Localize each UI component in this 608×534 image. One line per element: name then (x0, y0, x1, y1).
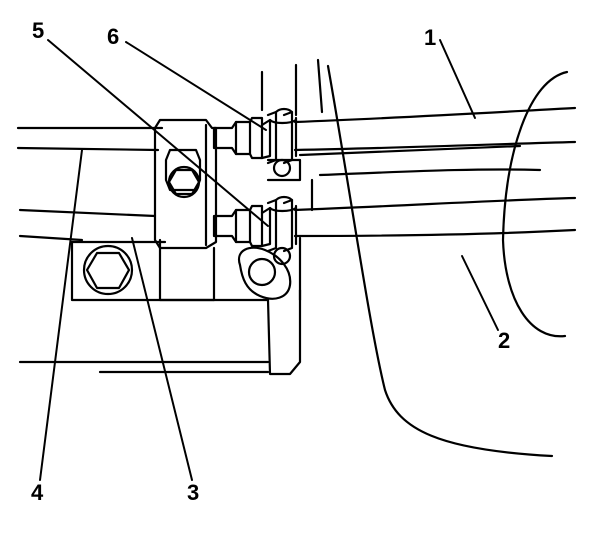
upper-fitting (212, 116, 272, 160)
callout-2: 2 (498, 328, 511, 353)
lower-cooler-line (293, 196, 577, 238)
leader-lines (39, 39, 499, 481)
callout-5: 5 (32, 18, 45, 43)
callout-1: 1 (424, 25, 437, 50)
connector-block (153, 118, 218, 302)
lower-retaining-clip (266, 195, 298, 266)
crossmember (326, 64, 554, 458)
mounting-plate (260, 58, 324, 376)
callout-6: 6 (107, 24, 120, 49)
plate-bolt (237, 246, 292, 300)
bracket-bolt (82, 244, 134, 296)
callout-3: 3 (187, 480, 200, 505)
background-pipe (298, 144, 542, 177)
upper-retaining-clip (266, 107, 298, 178)
oval-housing (501, 70, 569, 338)
upper-cooler-line (293, 106, 577, 152)
block-bolt (167, 165, 201, 199)
callout-4: 4 (31, 480, 44, 505)
lower-fitting (212, 204, 272, 248)
frame-rails (16, 126, 270, 374)
